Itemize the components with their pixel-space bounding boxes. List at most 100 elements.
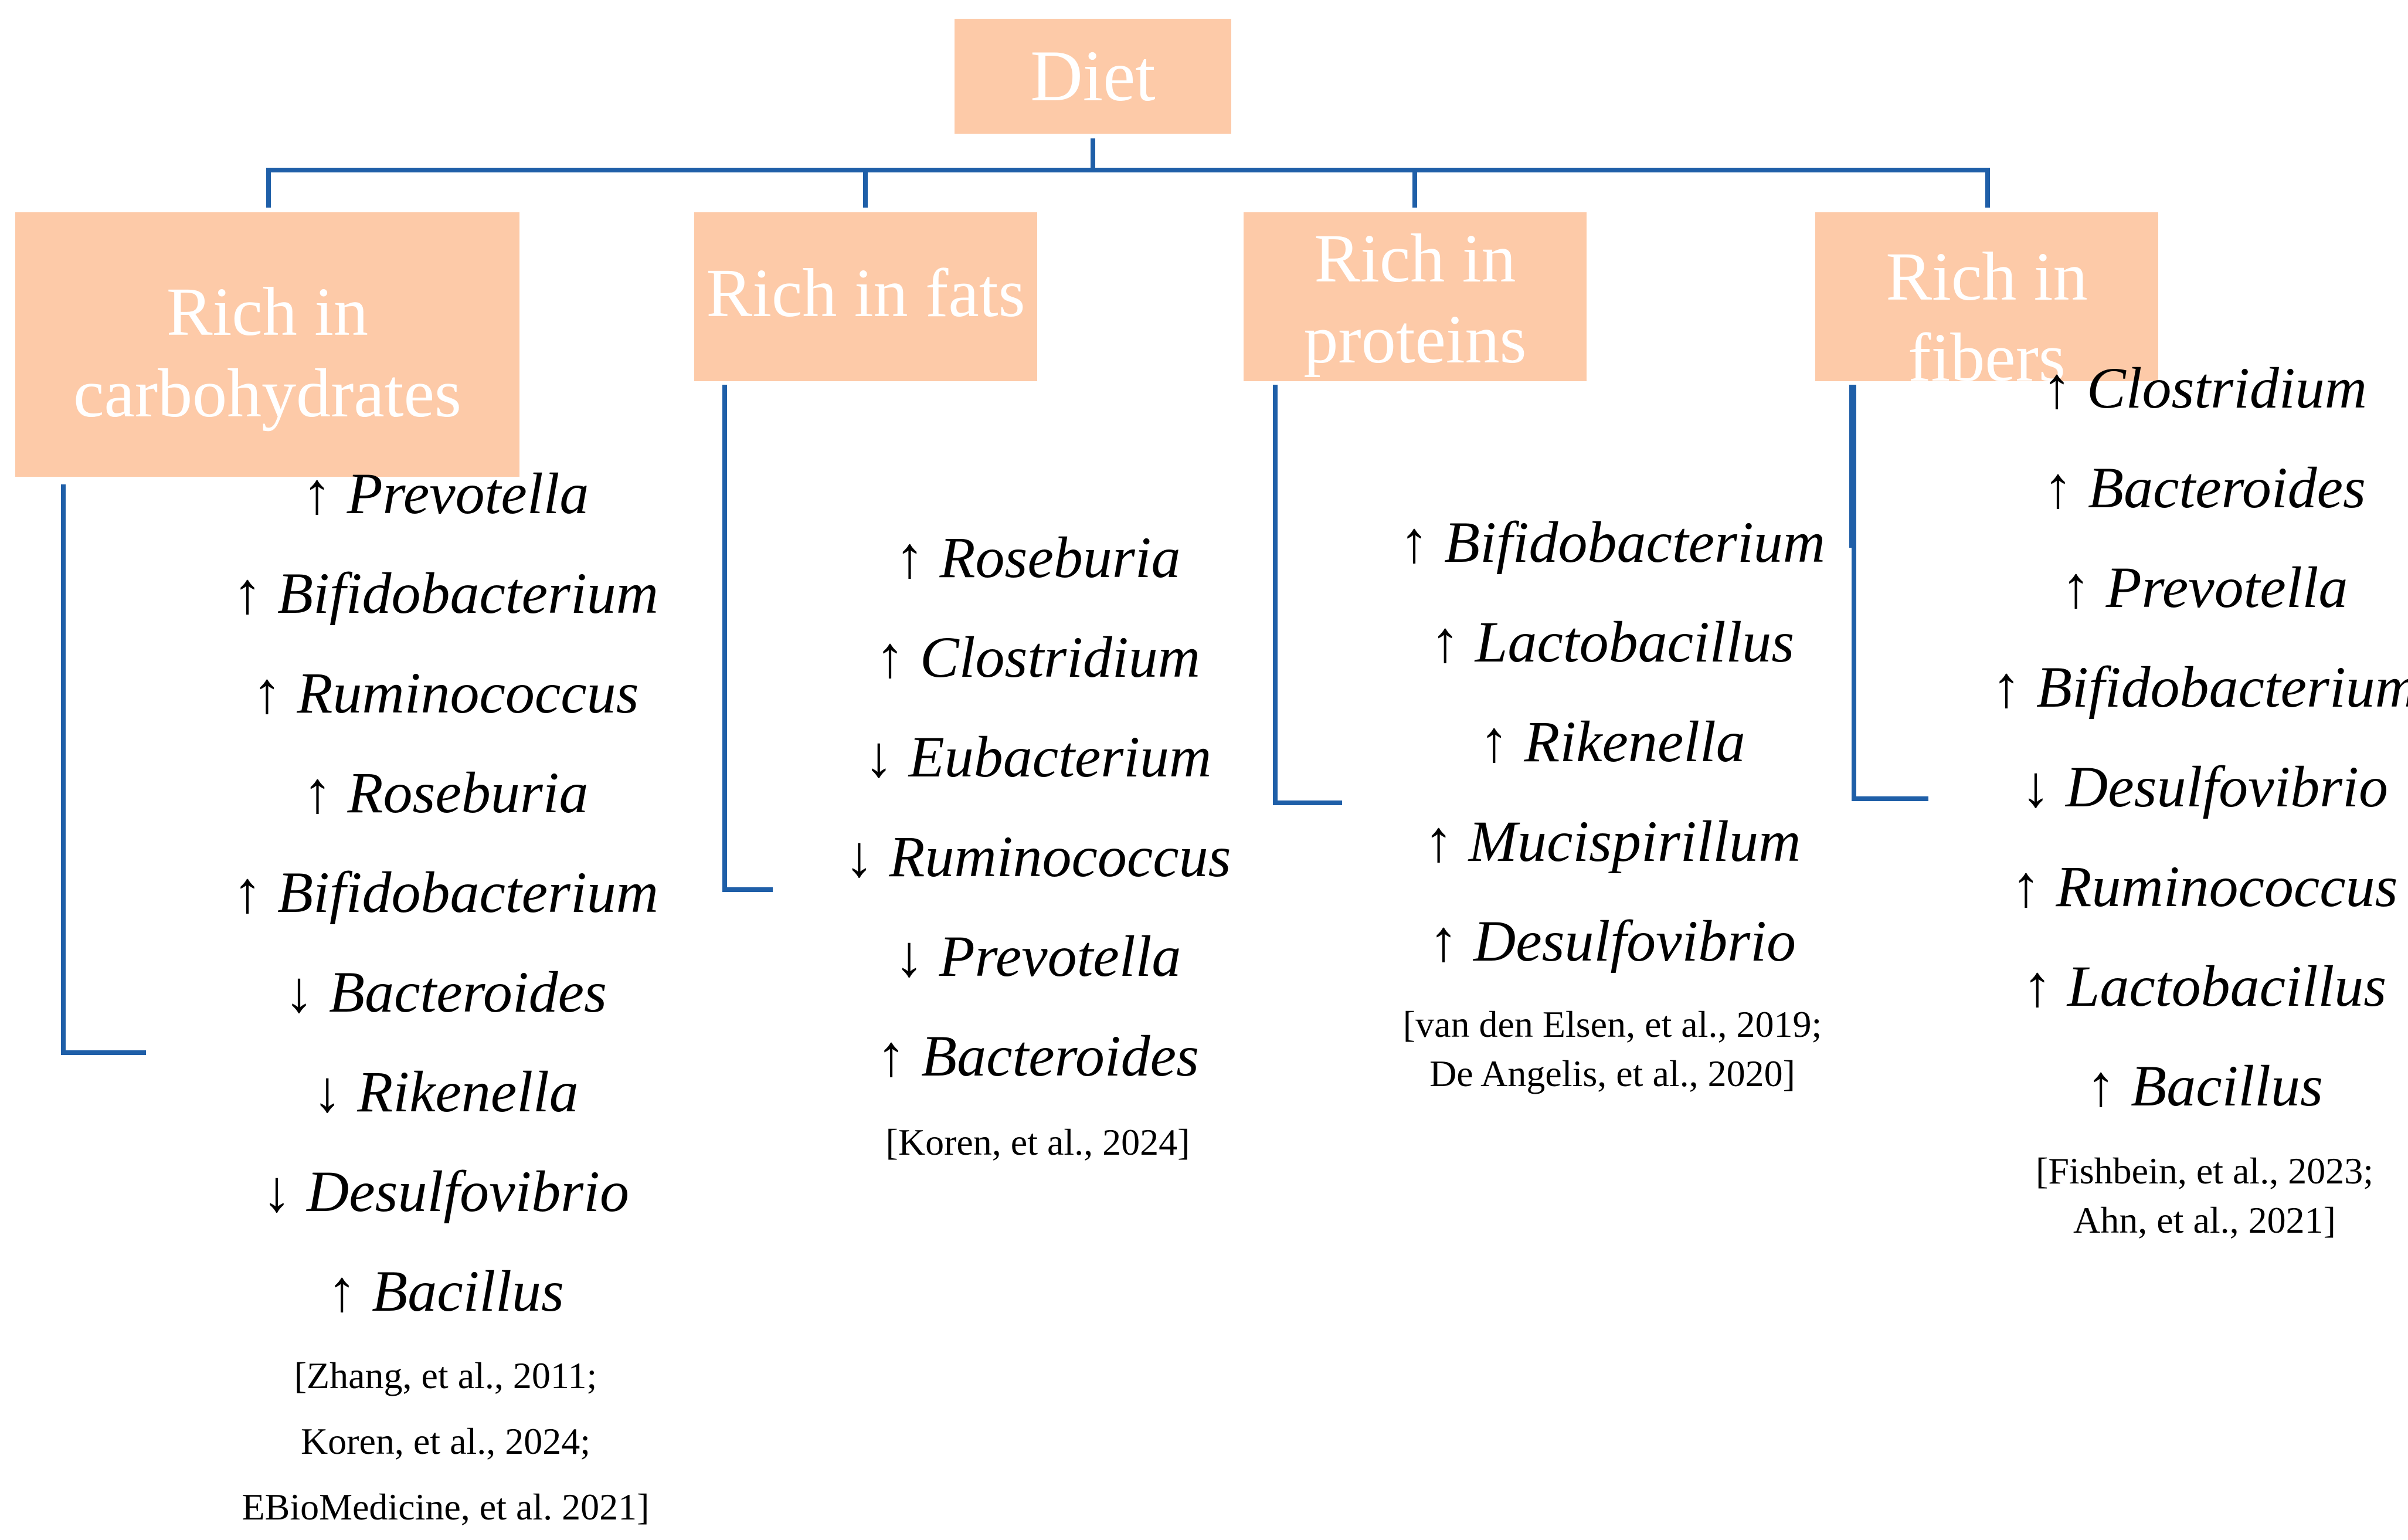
carbohydrates-genus-list: ↑Prevotella ↑Bifidobacterium ↑Ruminococc… <box>193 444 698 1341</box>
genus-name: Lactobacillus <box>2067 954 2387 1019</box>
genus-item: ↓Ruminococcus <box>780 807 1296 907</box>
fibers-genus-list: ↑Clostridium ↑Bacteroides ↑Prevotella ↑B… <box>1947 338 2408 1136</box>
arrow-icon: ↑ <box>252 660 282 725</box>
proteins-node: Rich in proteins <box>1244 212 1587 381</box>
genus-item: ↓Prevotella <box>780 907 1296 1006</box>
arrow-icon: ↓ <box>313 1059 342 1124</box>
fibers-label-line: Rich in <box>1886 238 2088 315</box>
genus-name: Desulfovibrio <box>2066 754 2388 819</box>
genus-item: ↑Bifidobacterium <box>193 544 698 643</box>
genus-item: ↑Lactobacillus <box>1947 937 2408 1036</box>
carbohydrates-label-line: Rich in <box>166 273 369 351</box>
genus-item: ↑Bacteroides <box>1947 438 2408 538</box>
genus-item: ↑Roseburia <box>193 743 698 843</box>
arrow-icon: ↑ <box>302 461 332 526</box>
genus-name: Bacteroides <box>921 1023 1199 1088</box>
citation-line: Koren, et al., 2024; <box>300 1420 591 1462</box>
genus-name: Bifidobacterium <box>1444 510 1825 575</box>
arrow-icon: ↓ <box>262 1159 292 1224</box>
genus-item: ↓Desulfovibrio <box>1947 737 2408 837</box>
fibers-citation: [Fishbein, et al., 2023; Ahn, et al., 20… <box>1947 1146 2408 1245</box>
citation-line: [van den Elsen, et al., 2019; <box>1402 1003 1822 1045</box>
arrow-icon: ↑ <box>877 1023 906 1088</box>
carbohydrates-label-line: carbohydrates <box>73 354 461 432</box>
arrow-icon: ↑ <box>233 561 263 626</box>
genus-name: Clostridium <box>920 625 1200 690</box>
genus-item: ↑Bacteroides <box>780 1006 1296 1106</box>
genus-item: ↑Bacillus <box>193 1242 698 1341</box>
genus-item: ↑Ruminococcus <box>1947 837 2408 937</box>
arrow-icon: ↑ <box>2061 555 2091 620</box>
genus-name: Bacteroides <box>2088 455 2366 520</box>
arrow-icon: ↑ <box>895 525 925 590</box>
bracket-carbs <box>61 484 146 1055</box>
bracket-proteins <box>1273 385 1342 805</box>
genus-name: Roseburia <box>939 525 1181 590</box>
arrow-icon: ↑ <box>2043 455 2073 520</box>
arrow-icon: ↓ <box>864 724 894 789</box>
fibers-label-line: fibers <box>1908 319 2066 396</box>
genus-item: ↑Roseburia <box>780 508 1296 608</box>
genus-name: Ruminococcus <box>297 660 639 725</box>
genus-name: Bacillus <box>2131 1053 2323 1118</box>
genus-item: ↑Mucispirillum <box>1349 792 1876 891</box>
citation-line: EBioMedicine, et al. 2021] <box>242 1486 650 1528</box>
arrow-icon: ↑ <box>1992 654 2022 720</box>
arrow-icon: ↑ <box>303 760 332 825</box>
genus-name: Ruminococcus <box>2056 854 2398 919</box>
genus-name: Ruminococcus <box>889 824 1231 889</box>
diet-root-label: Diet <box>1030 36 1156 117</box>
arrow-icon: ↑ <box>2022 954 2052 1019</box>
bracket-fibers <box>1849 385 1928 801</box>
genus-item: ↑Clostridium <box>780 608 1296 707</box>
arrow-icon: ↓ <box>894 924 924 989</box>
fats-genus-list: ↑Roseburia ↑Clostridium ↓Eubacterium ↓Ru… <box>780 508 1296 1106</box>
genus-name: Roseburia <box>347 760 589 825</box>
arrow-icon: ↓ <box>2021 754 2051 819</box>
arrow-icon: ↑ <box>233 860 263 925</box>
genus-name: Bifidobacterium <box>277 561 658 626</box>
proteins-label-line: Rich in <box>1314 219 1516 297</box>
genus-name: Prevotella <box>939 924 1181 989</box>
genus-item: ↑Desulfovibrio <box>1349 891 1876 991</box>
arrow-icon: ↑ <box>1430 609 1460 674</box>
genus-name: Mucispirillum <box>1468 809 1801 874</box>
genus-item: ↑Bifidobacterium <box>193 843 698 942</box>
arrow-icon: ↑ <box>1424 809 1453 874</box>
fats-label-line: Rich in fats <box>706 254 1025 331</box>
genus-item: ↑Rikenella <box>1349 692 1876 792</box>
genus-name: Desulfovibrio <box>307 1159 629 1224</box>
arrow-icon: ↑ <box>1479 709 1509 774</box>
arrow-icon: ↑ <box>2042 355 2072 420</box>
proteins-citation: [van den Elsen, et al., 2019; De Angelis… <box>1349 1000 1876 1098</box>
genus-name: Bacillus <box>372 1259 564 1324</box>
citation-line: [Zhang, et al., 2011; <box>294 1355 597 1396</box>
genus-name: Desulfovibrio <box>1473 908 1796 973</box>
genus-name: Rikenella <box>357 1059 579 1124</box>
arrow-icon: ↓ <box>284 959 314 1025</box>
genus-item: ↓Desulfovibrio <box>193 1142 698 1242</box>
genus-name: Prevotella <box>347 461 589 526</box>
fats-citation: [Koren, et al., 2024] <box>780 1118 1296 1167</box>
citation-line: [Fishbein, et al., 2023; <box>2036 1150 2373 1192</box>
carbohydrates-citation: [Zhang, et al., 2011; Koren, et al., 202… <box>193 1343 698 1540</box>
arrow-icon: ↑ <box>1429 908 1459 973</box>
bracket-fats <box>722 385 773 892</box>
genus-item: ↑Ruminococcus <box>193 643 698 743</box>
genus-name: Prevotella <box>2105 555 2348 620</box>
genus-name: Bifidobacterium <box>2036 654 2408 720</box>
genus-item: ↑Bifidobacterium <box>1349 493 1876 592</box>
carbohydrates-node: Rich in carbohydrates <box>15 212 519 477</box>
genus-name: Lactobacillus <box>1475 609 1795 674</box>
citation-line: [Koren, et al., 2024] <box>885 1121 1190 1163</box>
genus-name: Bacteroides <box>329 959 607 1025</box>
genus-item: ↓Bacteroides <box>193 942 698 1042</box>
genus-item: ↑Prevotella <box>193 444 698 544</box>
citation-line: Ahn, et al., 2021] <box>2073 1199 2336 1241</box>
arrow-icon: ↑ <box>1400 510 1429 575</box>
arrow-icon: ↑ <box>327 1259 357 1324</box>
proteins-label-line: proteins <box>1303 301 1527 378</box>
citation-line: De Angelis, et al., 2020] <box>1429 1053 1795 1094</box>
genus-item: ↓Eubacterium <box>780 707 1296 807</box>
